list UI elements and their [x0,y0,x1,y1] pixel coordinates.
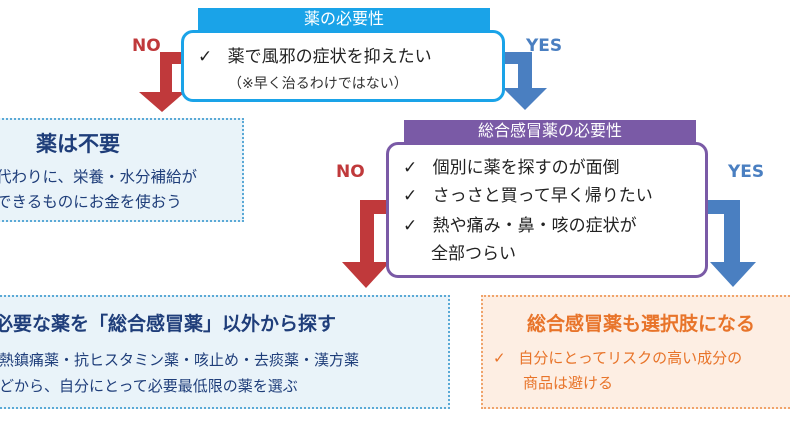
second-yes-label: YES [728,162,765,182]
top-question-title: 薬の必要性 [303,9,384,28]
yes-arrow-second [708,200,756,287]
check-icon: ✓ [403,158,418,178]
result-box-no-medicine: 薬は不要 代わりに、栄養・水分補給が できるものにお金を使おう [0,118,244,222]
check-icon: ✓ [198,47,213,67]
check-icon: ✓ [493,349,506,367]
result-title-cold-medicine: 総合感冒薬も選択肢になる [527,313,756,335]
top-question-tab: 薬の必要性 [198,8,490,30]
result-line-2: できるものにお金を使おう [0,193,182,211]
top-question-item: ✓ 薬で風邪の症状を抑えたい [198,47,432,67]
result-box-other-medicine: 必要な薬を「総合感冒薬」以外から探す 解熱鎮痛薬・抗ヒスタミン薬・咳止め・去痰薬… [0,295,450,409]
second-question-bubble: ✓ 個別に薬を探すのが面倒 ✓ さっさと買って早く帰りたい ✓ 熱や痛み・鼻・咳… [386,142,708,278]
top-question-bubble: ✓ 薬で風邪の症状を抑えたい （※早く治るわけではない） [181,30,505,102]
check-icon: ✓ [403,216,418,236]
result-title-other-medicine: 必要な薬を「総合感冒薬」以外から探す [0,313,337,335]
second-question-tab: 総合感冒薬の必要性 [404,120,696,142]
top-question-note: （※早く治るわけではない） [228,76,408,92]
second-question-title: 総合感冒薬の必要性 [477,121,622,140]
second-no-label: NO [336,162,365,182]
cold-medicine-item-cont: 商品は避ける [523,374,614,392]
other-medicine-line-1: 解熱鎮痛薬・抗ヒスタミン薬・咳止め・去痰薬・漢方薬 [0,351,360,369]
yes-arrow-top [492,52,547,110]
second-item-1: ✓ 個別に薬を探すのが面倒 [403,158,620,178]
second-item-2: ✓ さっさと買って早く帰りたい [403,186,653,206]
top-no-label: NO [132,36,161,56]
check-icon: ✓ [403,186,418,206]
result-line-1: 代わりに、栄養・水分補給が [0,168,198,186]
cold-medicine-item: ✓ 自分にとってリスクの高い成分の [493,349,743,367]
other-medicine-line-2: などから、自分にとって必要最低限の薬を選ぶ [0,377,298,395]
result-title-no-medicine: 薬は不要 [36,132,120,156]
no-arrow-top [139,52,185,112]
top-yes-label: YES [526,36,563,56]
no-arrow-second [342,200,390,288]
second-item-3: ✓ 熱や痛み・鼻・咳の症状が [403,216,637,236]
second-item-3-cont: 全部つらい [431,244,516,264]
result-box-cold-medicine: 総合感冒薬も選択肢になる ✓ 自分にとってリスクの高い成分の 商品は避ける [481,295,790,409]
